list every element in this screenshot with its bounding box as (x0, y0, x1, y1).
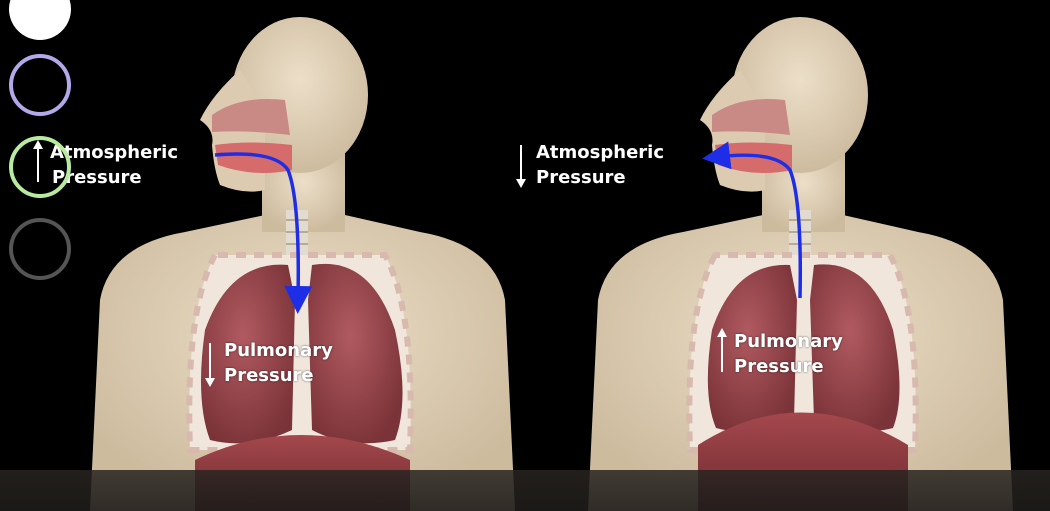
left-atmospheric-line2: Pressure (52, 167, 142, 188)
right-nasal-cavity (712, 99, 790, 135)
right-pulmonary-line1: Pulmonary (734, 331, 843, 352)
right-figure (588, 17, 1013, 511)
left-atmospheric-line1: Atmospheric (50, 142, 178, 163)
left-lung-right (201, 264, 295, 444)
right-atmospheric-line1: Atmospheric (536, 142, 664, 163)
left-lung-left (308, 263, 403, 444)
right-head (732, 17, 868, 173)
left-airflow-arrow (214, 152, 313, 314)
left-pulmonary-label: Pulmonary Pressure (224, 338, 333, 388)
purple-circle-button[interactable] (9, 54, 71, 116)
right-oral-cavity (715, 142, 792, 174)
right-atmospheric-line2: Pressure (536, 167, 626, 188)
right-atmospheric-arrow-down (516, 145, 526, 188)
left-nasal-cavity (212, 99, 290, 135)
left-pulmonary-line1: Pulmonary (224, 340, 333, 361)
right-pulmonary-line2: Pressure (734, 356, 824, 377)
right-pulmonary-label: Pulmonary Pressure (734, 329, 843, 379)
left-pulmonary-arrow-down (205, 343, 215, 387)
left-oral-cavity (215, 142, 292, 174)
left-head (232, 17, 368, 173)
right-pulmonary-arrow-up (717, 328, 727, 372)
gray-circle-button[interactable] (9, 218, 71, 280)
right-lung-right (707, 264, 797, 432)
left-figure (90, 17, 515, 511)
right-airflow-arrow (702, 141, 803, 299)
right-lung-left (810, 264, 900, 432)
right-atmospheric-label: Atmospheric Pressure (536, 140, 664, 190)
left-atmospheric-label: Atmospheric Pressure (50, 140, 178, 190)
left-pulmonary-line2: Pressure (224, 365, 314, 386)
video-control-bar (0, 470, 1050, 511)
green-circle-button[interactable] (9, 136, 71, 198)
